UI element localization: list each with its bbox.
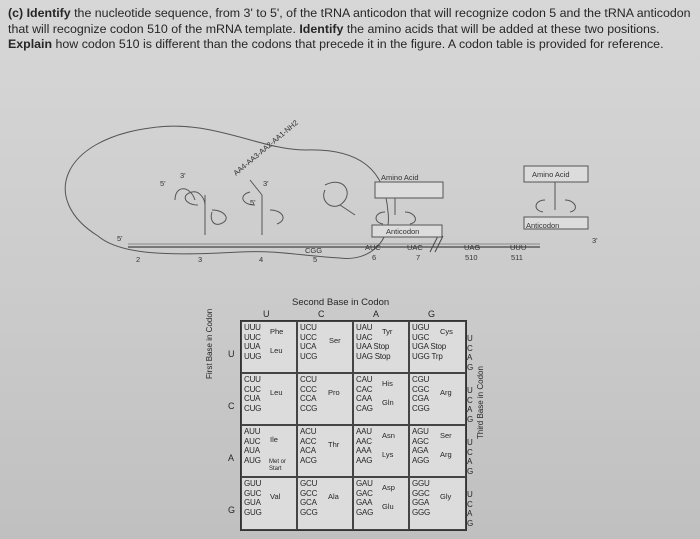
codon-7-num: 7 bbox=[416, 253, 420, 262]
codon-6-seq: AUC bbox=[365, 243, 381, 252]
amino-acid-label-2: Amino Acid bbox=[532, 170, 570, 179]
codon-6-num: 6 bbox=[372, 253, 376, 262]
first-base-c: C bbox=[228, 401, 235, 411]
first-base-g: G bbox=[228, 505, 236, 515]
first-base-label: First Base in Codon bbox=[205, 308, 214, 379]
anticodon-label-1: Anticodon bbox=[386, 227, 419, 236]
codon-511-seq: UUU bbox=[510, 243, 526, 252]
codon-5-num: 5 bbox=[313, 255, 317, 264]
codon-7-seq: UAC bbox=[407, 243, 423, 252]
question-part: (c) bbox=[8, 6, 24, 20]
incoming-trna-1 bbox=[371, 181, 444, 238]
trna2-5prime: 5' bbox=[250, 198, 256, 207]
question-text: (c) Identify the nucleotide sequence, fr… bbox=[8, 6, 694, 53]
codon-4-num: 4 bbox=[259, 255, 263, 264]
codon-table-title: Second Base in Codon bbox=[292, 297, 390, 308]
question-clause-1: the nucleotide sequence, from 3' to 5', … bbox=[8, 6, 691, 36]
codon-2-num: 2 bbox=[136, 255, 140, 264]
second-base-c: C bbox=[318, 309, 325, 319]
second-base-a: A bbox=[373, 309, 380, 319]
third-base-label: Third Base in Codon bbox=[476, 366, 485, 439]
trna-3prime: 3' bbox=[180, 171, 186, 180]
verb-explain: Explain bbox=[8, 37, 53, 52]
verb-identify-1: Identify bbox=[26, 6, 71, 20]
mrna-5prime: 5' bbox=[117, 234, 123, 243]
verb-identify-2: Identify bbox=[299, 21, 344, 36]
question-clause-3: how codon 510 is different than the codo… bbox=[52, 37, 664, 52]
trna-a-site bbox=[242, 179, 284, 235]
anticodon-3prime: 3' bbox=[592, 236, 598, 245]
first-base-u: U bbox=[228, 349, 235, 359]
peptide-chain: AA4-AA3-AA2-AA1-NH2 bbox=[232, 118, 300, 177]
codon-5-seq: CGG bbox=[305, 246, 322, 255]
second-base-u: U bbox=[263, 309, 270, 319]
anticodon-label-2: Anticodon bbox=[526, 221, 559, 230]
first-base-a: A bbox=[228, 453, 235, 463]
second-base-g: G bbox=[428, 309, 436, 319]
ribosome-outline bbox=[64, 125, 389, 259]
question-clause-2: the amino acids that will be added at th… bbox=[343, 21, 660, 36]
codon-3-num: 3 bbox=[198, 255, 202, 264]
codon-510-num: 510 bbox=[465, 253, 478, 262]
trna-exiting bbox=[323, 182, 356, 216]
amino-acid-label-1: Amino Acid bbox=[381, 173, 419, 182]
incoming-trna-2 bbox=[523, 165, 589, 230]
trna-5prime: 5' bbox=[160, 179, 166, 188]
trna2-3prime: 3' bbox=[263, 179, 269, 188]
trna-p-site bbox=[174, 188, 227, 235]
codon-510-seq: UAG bbox=[464, 243, 480, 252]
codon-511-num: 511 bbox=[511, 253, 523, 262]
